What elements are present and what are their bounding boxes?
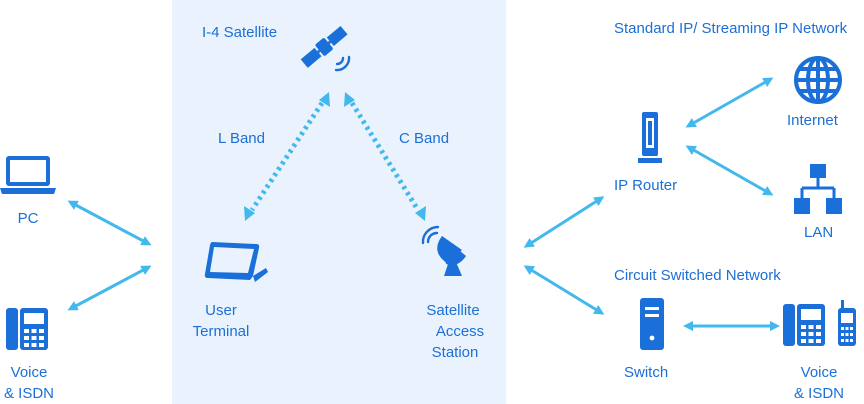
ip-router-label: IP Router: [614, 177, 678, 194]
arrow-voice-link: [67, 265, 152, 311]
circuit-network-title: Circuit Switched Network: [614, 267, 781, 284]
satellite-segment-panel: [172, 0, 506, 404]
access-station-label: Satellite Access Station: [412, 300, 494, 363]
access-station-label-line2: Access: [435, 323, 485, 340]
lan-icon: [794, 164, 842, 214]
l-band-label: L Band: [218, 130, 265, 147]
arrow-station-switch: [523, 265, 605, 315]
pc-label: PC: [17, 210, 39, 227]
laptop-icon: [0, 156, 56, 194]
left-voice-label-line1: Voice: [10, 364, 48, 381]
right-voice-label-line2: & ISDN: [793, 385, 844, 402]
router-icon: [638, 112, 662, 163]
right-voice-label-line1: Voice: [800, 364, 838, 381]
left-voice-label-line2: & ISDN: [3, 385, 54, 402]
c-band-arrowhead-top: [344, 92, 355, 107]
right-voice-label: Voice & ISDN: [788, 362, 850, 404]
left-voice-label: Voice & ISDN: [0, 362, 58, 404]
arrow-router-internet: [685, 77, 774, 128]
c-band-label: C Band: [399, 130, 450, 147]
terminal-icon: [204, 242, 268, 282]
phone-icon: [783, 300, 856, 346]
c-band-arrowhead-bottom: [415, 206, 426, 221]
ip-network-title: Standard IP/ Streaming IP Network: [614, 20, 848, 37]
l-band-arrowhead-top: [319, 92, 330, 107]
arrow-station-router: [523, 196, 605, 248]
dish-icon: [421, 225, 466, 276]
access-station-label-line3: Station: [431, 344, 479, 361]
arrow-pc-link: [67, 200, 152, 246]
c-band-link: [349, 101, 421, 212]
lan-label: LAN: [804, 224, 834, 241]
arrow-router-lan: [685, 145, 774, 196]
satellite-label: I-4 Satellite: [202, 24, 278, 41]
access-station-label-line1: Satellite: [426, 302, 480, 319]
switch-label: Switch: [624, 364, 669, 381]
satellite-icon: [300, 25, 351, 72]
l-band-arrowhead-bottom: [244, 206, 255, 221]
internet-label: Internet: [787, 112, 838, 129]
user-terminal-label-line2: Terminal: [192, 323, 250, 340]
user-terminal-label-line1: User: [205, 302, 237, 319]
server-icon: [640, 298, 664, 350]
phone-icon: [6, 308, 48, 350]
l-band-link: [249, 101, 325, 212]
user-terminal-label: User Terminal: [186, 300, 256, 342]
globe-icon: [794, 56, 842, 104]
